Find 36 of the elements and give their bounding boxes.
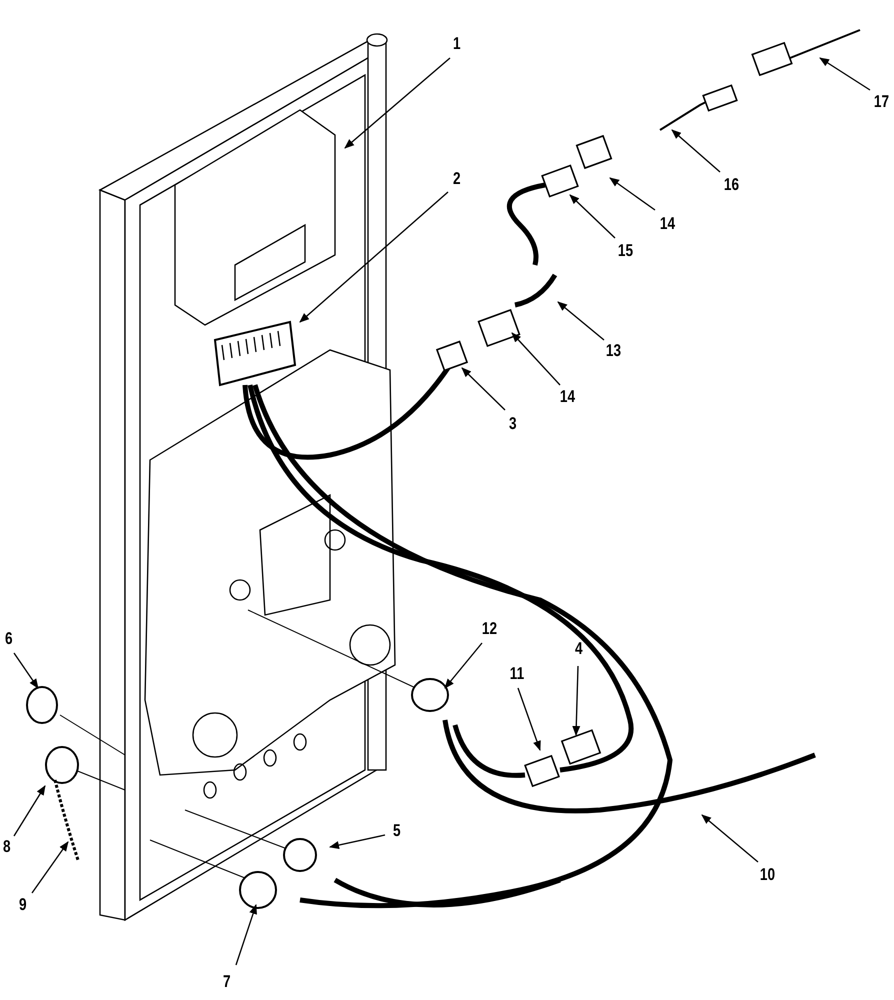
callout-number: 4 (574, 640, 583, 658)
callout-number: 17 (874, 93, 890, 111)
callout-number: 14 (560, 388, 576, 406)
leader-line (329, 834, 386, 849)
leader-line (13, 785, 46, 836)
callout-number: 2 (452, 170, 461, 188)
leader-line (701, 814, 758, 862)
leader-line (671, 129, 720, 172)
callout-number: 14 (660, 215, 676, 233)
leader-line (517, 688, 541, 751)
leader-line (511, 332, 560, 386)
leader-line (557, 301, 604, 340)
leader-line (609, 177, 656, 211)
callout-number: 15 (618, 242, 634, 260)
callout-number: 3 (508, 415, 517, 433)
leader-line (819, 57, 870, 91)
leader-line (13, 652, 39, 689)
leader-line (31, 841, 69, 894)
callout-number: 6 (4, 630, 13, 648)
callout-number: 5 (392, 822, 401, 840)
leader-line (299, 192, 448, 323)
callout-number: 16 (724, 176, 740, 194)
callout-number: 8 (2, 838, 11, 856)
leader-line (235, 904, 257, 966)
leader-line (461, 367, 506, 410)
callout-number: 13 (606, 342, 622, 360)
callout-number: 1 (452, 35, 461, 53)
callout-number: 10 (760, 866, 776, 884)
leader-line (444, 642, 482, 689)
leader-line (344, 58, 450, 149)
leader-line (572, 666, 580, 736)
callout-number: 7 (222, 973, 231, 991)
callout-number: 9 (18, 896, 27, 914)
callout-number: 11 (510, 665, 524, 683)
leader-line (569, 194, 616, 238)
callout-number: 12 (482, 620, 498, 638)
